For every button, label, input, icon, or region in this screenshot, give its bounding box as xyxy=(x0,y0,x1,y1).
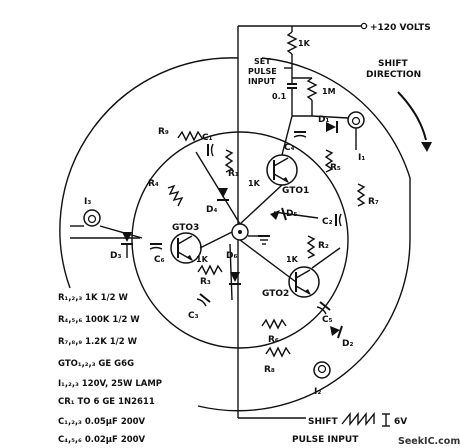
resistor-r9 xyxy=(177,130,203,142)
diode-d4: D₄ xyxy=(206,188,229,215)
capacitor-c4: C₄ xyxy=(284,131,307,153)
lamp-i1: I₁ xyxy=(311,111,365,163)
capacitor-c2: C₂ xyxy=(322,213,342,227)
lamp-i3: I₃ xyxy=(70,197,143,239)
resistor-r8 xyxy=(265,346,291,358)
watermark: SeekIC.com xyxy=(398,436,460,447)
resistor-1m xyxy=(306,77,318,101)
c6-label: C₆ xyxy=(154,255,165,265)
d2-label: D₂ xyxy=(342,339,353,349)
pulse-label: PULSE xyxy=(248,67,277,76)
c3-label: C₃ xyxy=(188,311,199,321)
r8-label: R₈ xyxy=(264,365,275,375)
resistor-r2 xyxy=(306,235,316,259)
c5-label: C₅ xyxy=(322,315,333,325)
legend-line-1: R₁,₂,₃ 1K 1/2 W xyxy=(58,293,128,303)
gto2-1k-label: 1K xyxy=(286,255,299,264)
shift-arrow xyxy=(397,91,427,141)
shift-direction-2: DIRECTION xyxy=(366,70,421,80)
legend-line-4: GTO₁,₂,₃ GE G6G xyxy=(58,359,134,369)
capacitor-c6: C₆ xyxy=(149,243,165,265)
i2-label: I₂ xyxy=(314,387,321,397)
c1-label: C₁ xyxy=(202,133,213,143)
c2-label: C₂ xyxy=(322,217,333,227)
resistor-r7 xyxy=(356,183,366,207)
input-label: INPUT xyxy=(248,77,276,86)
pulse-waveform xyxy=(341,412,375,426)
legend-line-5: I₁,₂,₃ 120V, 25W LAMP xyxy=(58,379,162,389)
resistor-r4 xyxy=(167,184,184,207)
legend-line-2: R₄,₅,₆ 100K 1/2 W xyxy=(58,315,140,325)
outer-ring-right xyxy=(197,57,411,412)
inner-ring xyxy=(131,131,349,349)
legend-line-8: C₄,₅,₆ 0.02μF 200V xyxy=(58,435,146,445)
set-label: SET xyxy=(254,57,271,66)
diode-d6: D₆ xyxy=(226,251,241,285)
resistor-r3 xyxy=(197,264,223,276)
r9-label: R₉ xyxy=(158,127,169,137)
pulse-voltage-label: 6V xyxy=(394,417,407,427)
resistor-1k-top-label: 1K xyxy=(298,39,311,48)
r7-label: R₇ xyxy=(368,197,379,207)
d6-label: D₆ xyxy=(226,251,237,261)
resistor-1k-top xyxy=(286,31,298,55)
r3-label: R₃ xyxy=(200,277,211,287)
supply-label: +120 VOLTS xyxy=(370,23,431,33)
gto1-label: GTO1 xyxy=(282,186,309,196)
lamp-i2: I₂ xyxy=(313,361,331,397)
d4-label: D₄ xyxy=(206,205,217,215)
c4-label: C₄ xyxy=(284,143,295,153)
resistor-r6 xyxy=(261,318,287,330)
component-legend: R₁,₂,₃ 1K 1/2 W R₄,₅,₆ 100K 1/2 W R₇,₈,₉… xyxy=(58,293,162,445)
capacitor-c1: C₁ xyxy=(202,133,214,157)
legend-line-7: C₁,₂,₃ 0.05μF 200V xyxy=(58,417,146,427)
r2-label: R₂ xyxy=(318,241,329,251)
resistor-1m-label: 1M xyxy=(322,87,336,96)
diode-d2: D₂ xyxy=(330,325,353,349)
shift-pulse-input: SHIFT PULSE INPUT 6V xyxy=(238,412,407,445)
gto1-1k-label: 1K xyxy=(248,179,261,188)
r6-label: R₆ xyxy=(268,335,279,345)
r1-label: R₁ xyxy=(228,169,239,179)
capacitor-c5: C₅ xyxy=(316,301,333,325)
gto1: GTO1 1K xyxy=(248,154,309,196)
shift-direction-1: SHIFT xyxy=(378,59,409,69)
r4-label: R₄ xyxy=(148,179,159,189)
d1-label: D₁ xyxy=(318,115,329,125)
legend-line-6: CR₁ TO 6 GE 1N2611 xyxy=(58,397,155,407)
gto2-label: GTO2 xyxy=(262,289,289,299)
gto2: GTO2 1K xyxy=(262,255,320,299)
resistor-r5 xyxy=(324,149,334,173)
diode-d3: D₃ xyxy=(70,232,140,261)
outer-ring-left xyxy=(59,57,239,289)
capacitor-c3: C₃ xyxy=(188,293,211,321)
resistor-r1 xyxy=(224,149,234,173)
i3-label: I₃ xyxy=(84,197,91,207)
r5-label: R₅ xyxy=(330,163,341,173)
shift-label: SHIFT xyxy=(308,417,339,427)
d5-label: D₅ xyxy=(286,209,297,219)
legend-line-3: R₇,₈,₉ 1.2K 1/2 W xyxy=(58,337,138,347)
internal-wiring xyxy=(195,115,341,301)
set-pulse-input: SET PULSE INPUT 0.1 1M xyxy=(248,57,336,117)
diode-d1: D₁ xyxy=(318,115,338,133)
gto3-1k-label: 1K xyxy=(196,255,209,264)
gto3-label: GTO3 xyxy=(172,223,199,233)
i1-label: I₁ xyxy=(358,153,365,163)
pulse-input-label: PULSE INPUT xyxy=(292,435,359,445)
d3-label: D₃ xyxy=(110,251,121,261)
diode-d5: D₅ xyxy=(270,207,297,221)
cap-01-label: 0.1 xyxy=(272,92,287,101)
gto3: GTO3 1K xyxy=(170,223,209,264)
